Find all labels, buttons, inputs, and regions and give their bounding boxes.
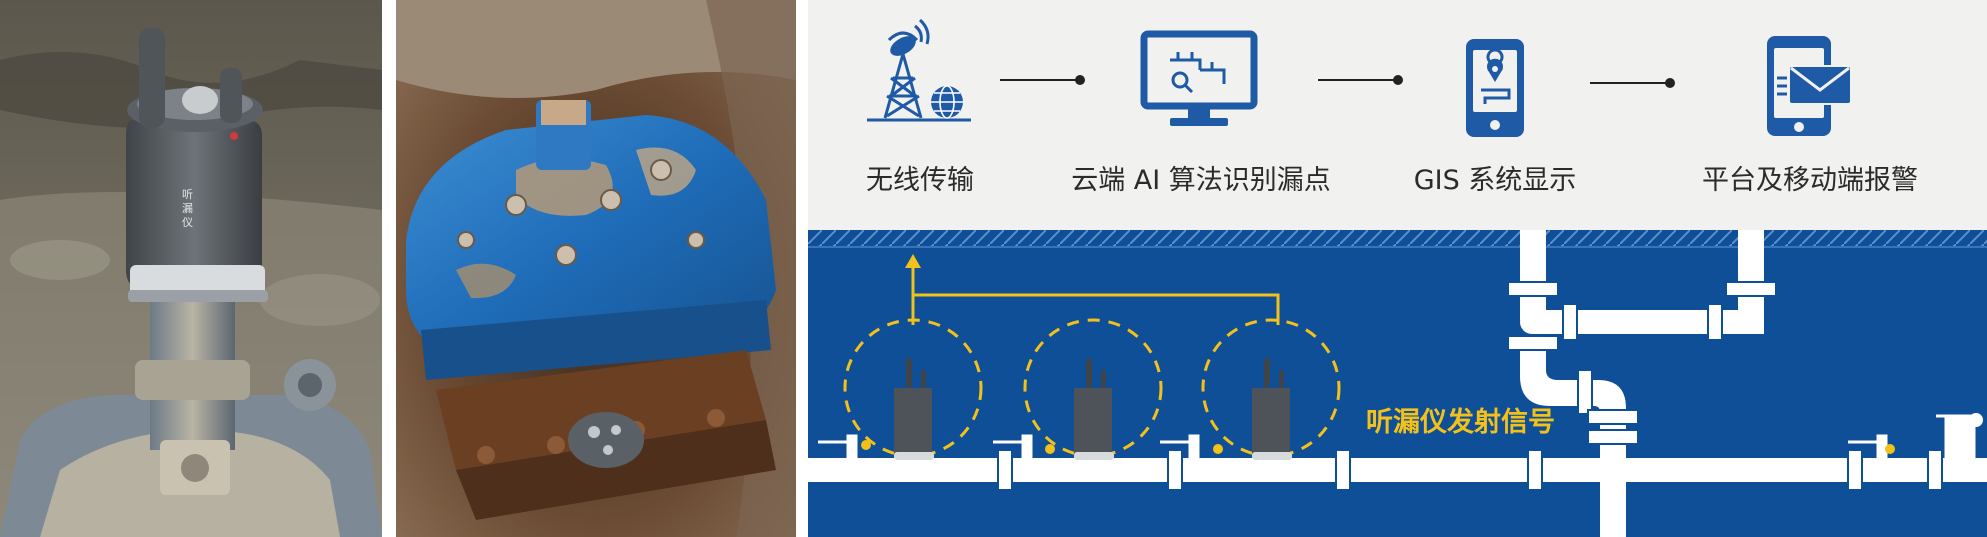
underground-scene (808, 230, 1987, 537)
step-label-alarm: 平台及移动端报警 (1702, 165, 1918, 196)
step-label-wireless: 无线传输 (866, 165, 974, 196)
radio-tower-icon (863, 18, 973, 132)
step-label-gis: GIS 系统显示 (1413, 165, 1577, 196)
device-logo-text: 听漏仪 (182, 188, 193, 229)
signal-label: 听漏仪发射信号 (1366, 407, 1555, 438)
phone-mail-icon (1763, 32, 1855, 144)
photo-device-on-valve: 听漏仪 (0, 0, 382, 537)
monitor-icon (1140, 30, 1258, 134)
workflow-connectors (1000, 75, 1675, 88)
sensor-group (843, 318, 1341, 460)
smartphone-map-icon (1463, 36, 1527, 144)
leak-detection-diagram: 无线传输 云端 AI 算法识别漏点 GIS 系统显示 平台及移动端报警 (808, 0, 1987, 537)
photo-valve-in-pit (396, 0, 796, 537)
step-label-cloud-ai: 云端 AI 算法识别漏点 (1071, 165, 1331, 196)
